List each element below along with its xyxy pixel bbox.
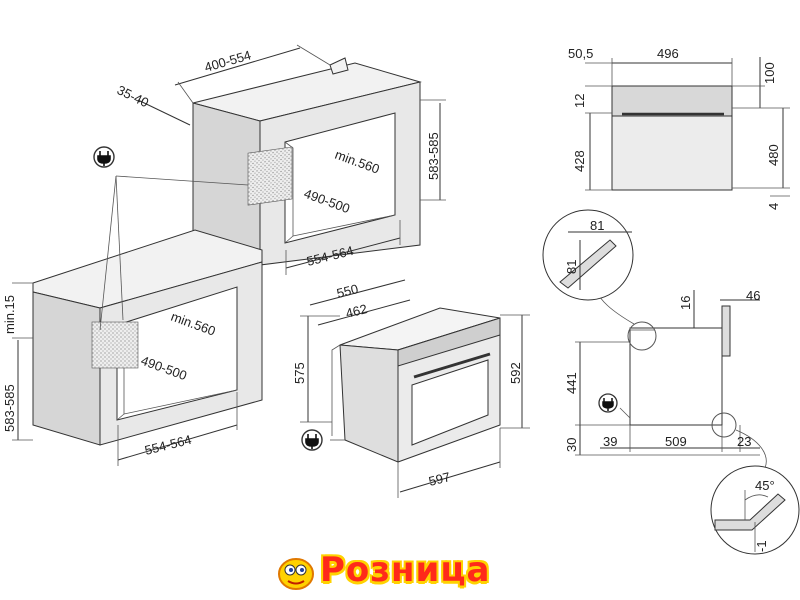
side-view (575, 289, 767, 469)
detail-bottom (710, 465, 800, 555)
dim-oven-side-height: 575 (292, 362, 307, 384)
dim-detail-h: 81 (564, 260, 579, 274)
dim-front-width: 496 (657, 46, 679, 61)
dim-detail-minus1: -1 (754, 540, 769, 552)
front-view (585, 57, 790, 197)
power-plug-icon (598, 393, 618, 413)
dim-niche-side-gap: 35-40 (115, 82, 151, 110)
dim-side-door-46: 46 (746, 288, 760, 303)
logo-text: Розница (320, 550, 491, 590)
dim-side-509: 509 (665, 434, 687, 449)
logo-mascot-icon (278, 558, 314, 590)
dim-front-panel-h: 12 (572, 94, 587, 108)
dim-side-height-441: 441 (564, 372, 579, 394)
detail-top (542, 209, 634, 301)
dim-front-total-h: 480 (766, 144, 781, 166)
dim-oven-inner-depth: 462 (344, 301, 369, 321)
dim-niche-width-bottom-bottom: 554-564 (143, 432, 193, 458)
dim-side-39: 39 (603, 434, 617, 449)
dim-front-top-h: 100 (762, 62, 777, 84)
undercounter-niche (32, 229, 263, 446)
dimension-lines-left (12, 44, 530, 498)
dim-oven-width: 597 (427, 469, 452, 489)
dim-niche-height-top: 583-585 (426, 132, 441, 180)
oven-isometric (330, 307, 501, 463)
dim-front-bottom-gap: 4 (766, 203, 781, 210)
dim-detail-w: 81 (590, 218, 604, 233)
power-plug-icon (93, 146, 115, 168)
dim-side-23: 23 (737, 434, 751, 449)
dim-oven-depth: 550 (335, 281, 360, 301)
dim-detail-angle: 45° (755, 478, 775, 493)
brand-logo: Розница (268, 548, 530, 596)
dim-niche-height-bottom: 583-585 (2, 384, 17, 432)
dim-side-top-16: 16 (678, 296, 693, 310)
dim-counter-gap: min.15 (2, 295, 17, 334)
power-plug-icon (301, 429, 323, 451)
dim-front-body-h: 428 (572, 150, 587, 172)
column-niche (192, 57, 422, 266)
dim-niche-top-depth: 400-554 (203, 47, 253, 75)
dim-side-base-30: 30 (564, 438, 579, 452)
dim-front-left-offset: 50,5 (568, 46, 593, 61)
dim-oven-front-height: 592 (508, 362, 523, 384)
